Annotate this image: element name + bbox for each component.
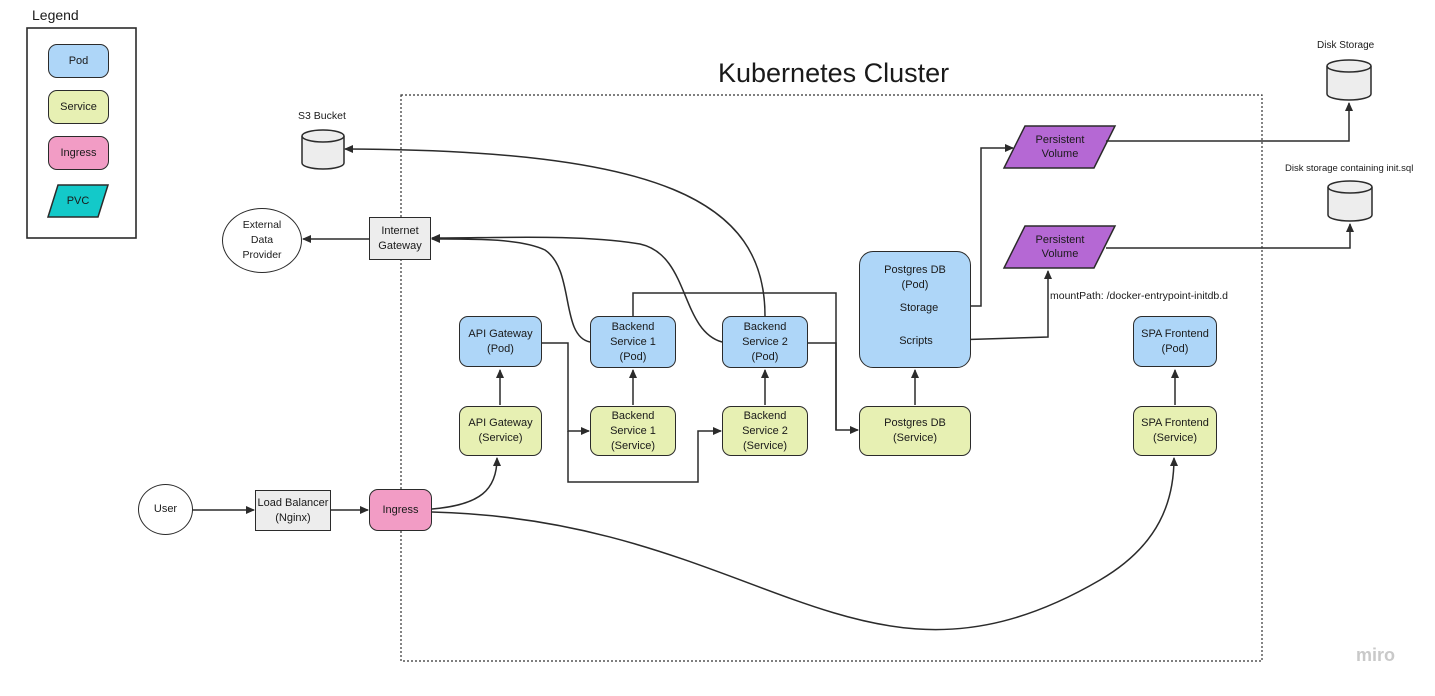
edge-apigw-backend2-svc: [567, 427, 722, 483]
postgres-db-service: Postgres DB (Service): [859, 406, 971, 456]
postgres-db-pod: Postgres DB (Pod): [859, 251, 971, 368]
edge-backend2-gateway: [431, 233, 723, 343]
internet-gateway-node: Internet Gateway: [369, 217, 431, 260]
edge-ingress-spa-svc: [431, 457, 1178, 631]
ingress-node: Ingress: [369, 489, 432, 531]
edge-backend1-gateway: [431, 234, 591, 343]
api-gateway-pod: API Gateway (Pod): [459, 316, 542, 367]
user-node: User: [138, 484, 193, 535]
cluster-boundary: [400, 94, 1263, 662]
external-data-provider-node: External Data Provider: [222, 208, 302, 273]
persistent-volume-2-shape: [1002, 225, 1117, 269]
backend-service-2-pod: Backend Service 2 (Pod): [722, 316, 808, 368]
edge-ingress-apigw-svc: [431, 457, 501, 510]
disk-storage-init-label: Disk storage containing init.sql: [1285, 163, 1414, 174]
legend-pod: Pod: [48, 44, 109, 78]
backend-service-2-service: Backend Service 2 (Service): [722, 406, 808, 456]
legend-pvc-shape: [46, 184, 110, 218]
miro-watermark: miro: [1356, 645, 1396, 665]
spa-frontend-service: SPA Frontend (Service): [1133, 406, 1217, 456]
edge-scripts-pv2: [951, 270, 1052, 341]
cluster-title: Kubernetes Cluster: [718, 58, 950, 88]
spa-frontend-pod: SPA Frontend (Pod): [1133, 316, 1217, 367]
s3-bucket-icon: [301, 129, 345, 170]
legend-service: Service: [48, 90, 109, 124]
legend-title: Legend: [32, 7, 79, 23]
postgres-db-pod-label: Postgres DB (Pod): [884, 264, 946, 291]
edge-apigw-backend1-svc: [542, 342, 590, 435]
backend-service-1-service: Backend Service 1 (Service): [590, 406, 676, 456]
edge-backend2-postgres: [808, 342, 859, 434]
disk-storage-icon: [1326, 59, 1372, 101]
api-gateway-service: API Gateway (Service): [459, 406, 542, 456]
disk-storage-init-icon: [1327, 180, 1373, 222]
edge-pv1-disk: [1106, 102, 1353, 142]
legend-ingress: Ingress: [48, 136, 109, 170]
disk-storage-label: Disk Storage: [1317, 40, 1375, 51]
edge-backend2-s3: [344, 145, 766, 317]
s3-bucket-label: S3 Bucket: [298, 110, 346, 122]
mount-path-label: mountPath: /docker-entrypoint-initdb.d: [1050, 290, 1229, 302]
backend-service-1-pod: Backend Service 1 (Pod): [590, 316, 676, 368]
load-balancer-node: Load Balancer (Nginx): [255, 490, 331, 531]
persistent-volume-1-shape: [1002, 125, 1117, 169]
edge-pv2-disk-init: [1106, 223, 1354, 249]
